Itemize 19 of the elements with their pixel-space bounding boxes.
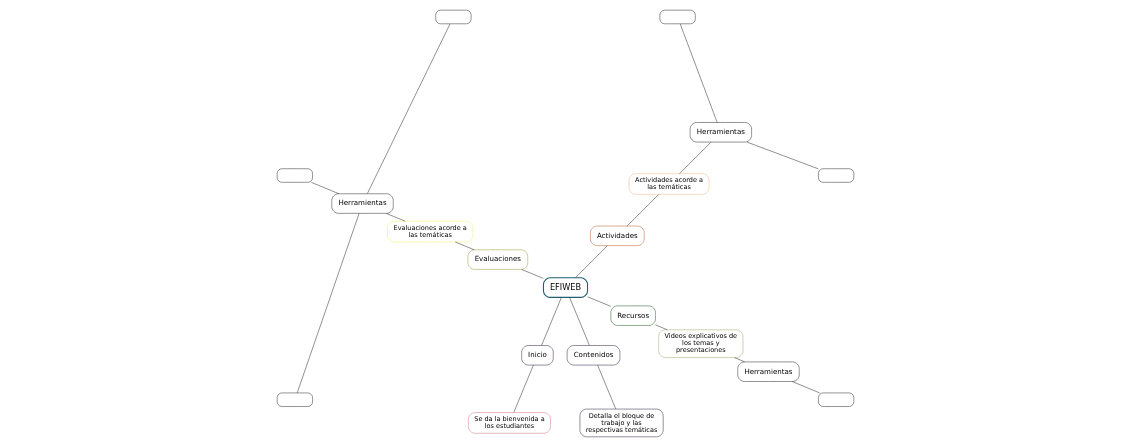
node-box	[817, 392, 854, 407]
node-box	[276, 392, 313, 407]
connector	[678, 141, 711, 174]
connector	[310, 182, 339, 194]
node-box	[434, 9, 471, 25]
connector	[574, 245, 608, 278]
connector	[791, 381, 820, 394]
connector	[454, 241, 474, 251]
node-box	[817, 168, 854, 183]
connector	[385, 213, 405, 222]
connector	[654, 324, 667, 331]
connector	[679, 23, 717, 123]
connector	[733, 357, 745, 363]
connector	[540, 297, 562, 346]
node-box	[659, 9, 696, 25]
node-box	[276, 168, 313, 183]
node-box: EFIWEB	[542, 277, 588, 298]
connector	[586, 296, 611, 307]
connector	[568, 297, 590, 346]
